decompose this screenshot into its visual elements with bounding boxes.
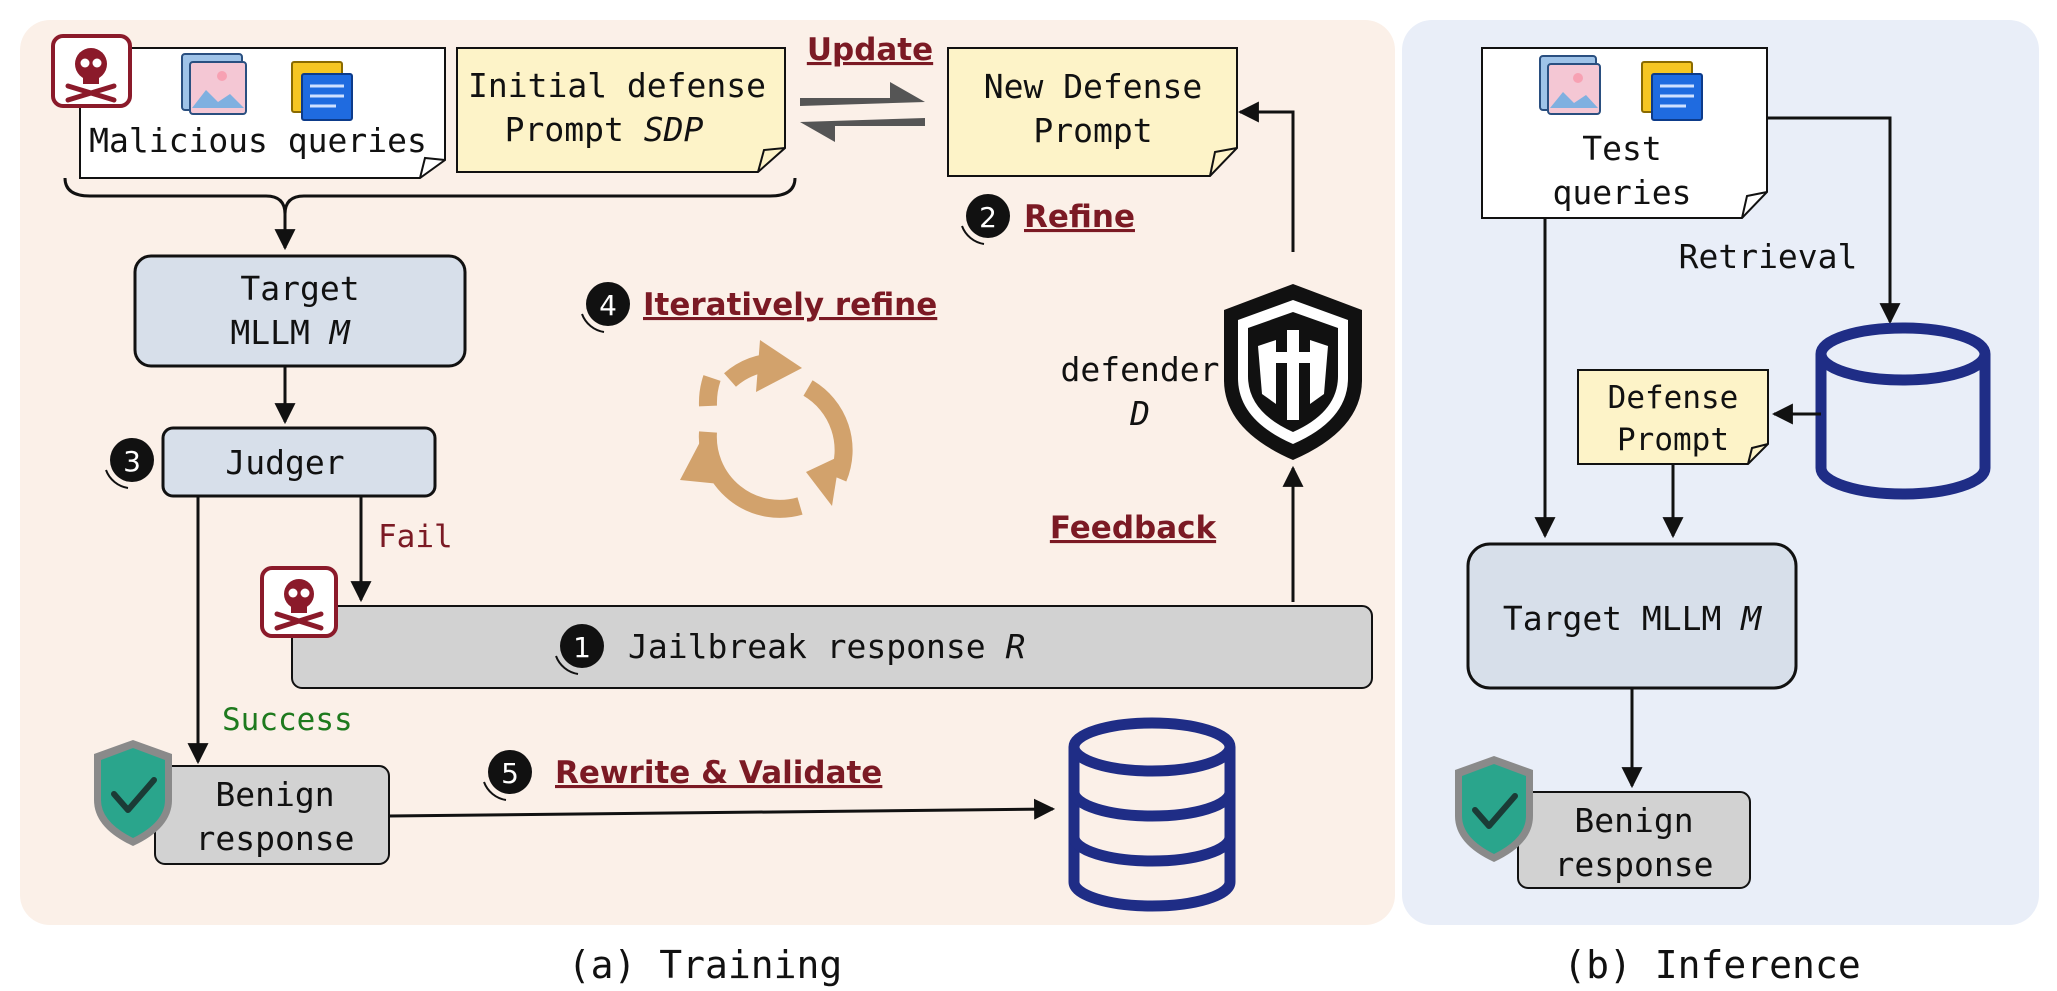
- svg-text:3: 3: [123, 445, 141, 478]
- iterative-refine-label: Iteratively refine: [643, 287, 937, 323]
- new-defense-line1: New Defense: [984, 67, 1203, 106]
- defense-prompt-line1: Defense: [1608, 380, 1739, 416]
- defender-var: D: [1129, 394, 1150, 433]
- test-queries-line2: queries: [1552, 173, 1691, 212]
- malicious-queries-note: [79, 47, 446, 179]
- training-caption: (a) Training: [568, 943, 843, 987]
- defense-prompt-note: [1577, 369, 1769, 465]
- svg-text:5: 5: [501, 757, 519, 790]
- jailbreak-response-box: [291, 605, 1373, 689]
- training-benign-line2: response: [196, 819, 355, 858]
- skull-icon: [51, 34, 132, 108]
- inference-panel: [1402, 20, 2039, 925]
- inference-check-shield-icon: [1455, 756, 1533, 862]
- malicious-queries-label: Malicious queries: [89, 121, 427, 160]
- exchange-arrows-icon: [800, 82, 925, 142]
- success-label: Success: [222, 702, 353, 738]
- step-3-badge: 3: [105, 438, 154, 489]
- target-mllm-line2: MLLM M: [230, 313, 350, 352]
- test-queries-line1: Test: [1582, 129, 1661, 168]
- fail-label: Fail: [378, 519, 453, 555]
- inference-caption: (b) Inference: [1563, 943, 1860, 987]
- svg-text:1: 1: [573, 631, 591, 664]
- inference-benign-line2: response: [1555, 845, 1714, 884]
- step-5-badge: 5: [483, 750, 532, 801]
- feedback-label: Feedback: [1050, 510, 1218, 546]
- refine-label: Refine: [1024, 199, 1135, 235]
- document-icon: [291, 61, 353, 121]
- retrieval-label: Retrieval: [1679, 237, 1858, 276]
- refresh-cycle-arrowheads: [680, 340, 840, 506]
- update-label: Update: [807, 32, 933, 68]
- training-benign-line1: Benign: [215, 775, 334, 814]
- initial-defense-line2: Prompt SDP: [505, 110, 704, 149]
- inference-database-icon: [1815, 322, 1991, 500]
- arrow-test-to-database: [1767, 116, 1901, 325]
- jailbreak-response-label: Jailbreak response R: [628, 627, 1025, 666]
- test-document-icon: [1641, 61, 1703, 121]
- arrow-defender-to-new-defense: [1237, 101, 1295, 252]
- arrow-benign-to-database: [388, 798, 1056, 820]
- svg-text:2: 2: [979, 201, 997, 234]
- test-image-icon: [1539, 55, 1601, 115]
- image-icon: [181, 53, 247, 115]
- judger-box: [161, 426, 437, 498]
- training-check-shield-icon: [94, 740, 172, 846]
- initial-defense-line1: Initial defense: [468, 66, 766, 105]
- inference-target-label: Target MLLM M: [1503, 599, 1762, 638]
- defender-shield-icon: [1224, 284, 1362, 460]
- initial-defense-note: [456, 47, 786, 173]
- step-2-badge: 2: [961, 194, 1010, 245]
- jailbreak-skull-icon: [260, 566, 338, 638]
- step-1-badge: 1: [555, 624, 604, 675]
- target-mllm-line1: Target: [240, 269, 359, 308]
- step-4-badge: 4: [581, 282, 630, 333]
- new-defense-line2: Prompt: [1033, 111, 1152, 150]
- training-database-icon: [1068, 717, 1236, 912]
- rewrite-validate-label: Rewrite & Validate: [555, 755, 882, 791]
- defense-prompt-line2: Prompt: [1617, 422, 1729, 458]
- defender-label: defender: [1061, 350, 1220, 389]
- judger-label: Judger: [225, 443, 344, 482]
- target-mllm-box: [133, 254, 467, 368]
- new-defense-note: [947, 47, 1238, 177]
- inference-benign-line1: Benign: [1574, 801, 1693, 840]
- svg-text:4: 4: [599, 289, 617, 322]
